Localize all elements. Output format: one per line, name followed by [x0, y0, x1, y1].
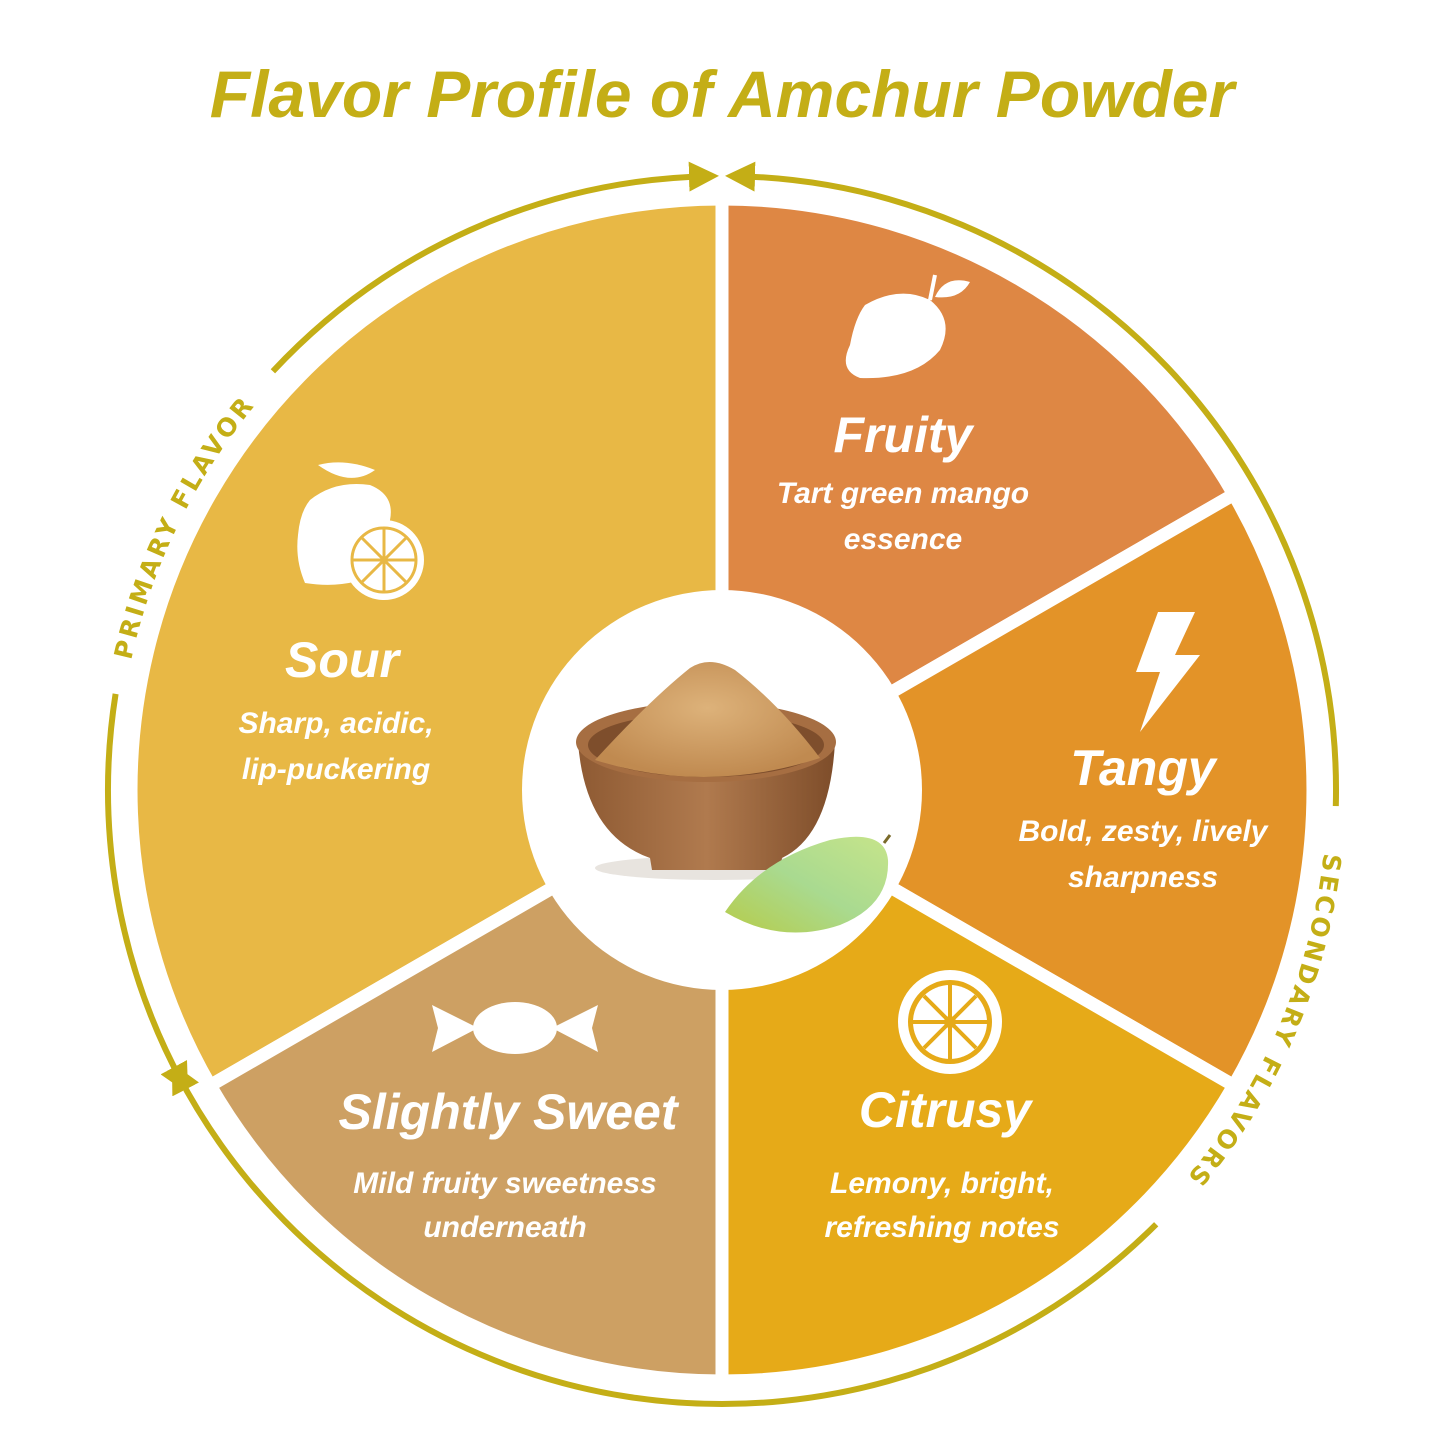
sweet-title: Slightly Sweet [339, 1084, 680, 1140]
sour-title: Sour [285, 632, 401, 688]
tangy-desc-line1: Bold, zesty, lively [1019, 815, 1269, 848]
page-title: Flavor Profile of Amchur Powder [210, 57, 1238, 131]
sour-desc-line2: lip-puckering [242, 753, 430, 786]
mango-icon [845, 274, 970, 379]
tangy-desc-line2: sharpness [1068, 861, 1218, 894]
segment-tangy: Tangy Bold, zesty, lively sharpness [1019, 740, 1269, 894]
sour-desc-line1: Sharp, acidic, [238, 707, 433, 740]
fruity-desc-line1: Tart green mango [777, 477, 1029, 510]
primary-flavor-arc-bottom [105, 693, 189, 1094]
candy-icon [432, 1002, 598, 1054]
lightning-bolt-icon [1136, 612, 1200, 732]
secondary-flavors-arc-bottom [171, 1062, 1159, 1407]
sweet-desc-line2: underneath [423, 1211, 586, 1244]
tangy-title: Tangy [1070, 740, 1218, 796]
sweet-desc-line1: Mild fruity sweetness [353, 1167, 656, 1200]
citrusy-desc-line2: refreshing notes [824, 1211, 1059, 1244]
segment-slightly-sweet: Slightly Sweet Mild fruity sweetness und… [339, 1084, 680, 1244]
citrusy-title: Citrusy [859, 1082, 1033, 1138]
lemon-icon [297, 462, 424, 600]
segment-fruity: Fruity Tart green mango essence [777, 407, 1029, 556]
citrusy-desc-line1: Lemony, bright, [830, 1167, 1054, 1200]
segment-citrusy: Citrusy Lemony, bright, refreshing notes [824, 1082, 1059, 1244]
fruity-desc-line2: essence [844, 523, 962, 556]
secondary-flavors-arc-top [725, 161, 1339, 807]
fruity-title: Fruity [834, 407, 975, 463]
primary-flavor-arc-top [270, 161, 719, 374]
segment-sour: Sour Sharp, acidic, lip-puckering [238, 632, 433, 786]
amchur-bowl-image [576, 661, 836, 880]
citrus-slice-icon [898, 970, 1002, 1074]
green-mango-image [725, 834, 892, 933]
